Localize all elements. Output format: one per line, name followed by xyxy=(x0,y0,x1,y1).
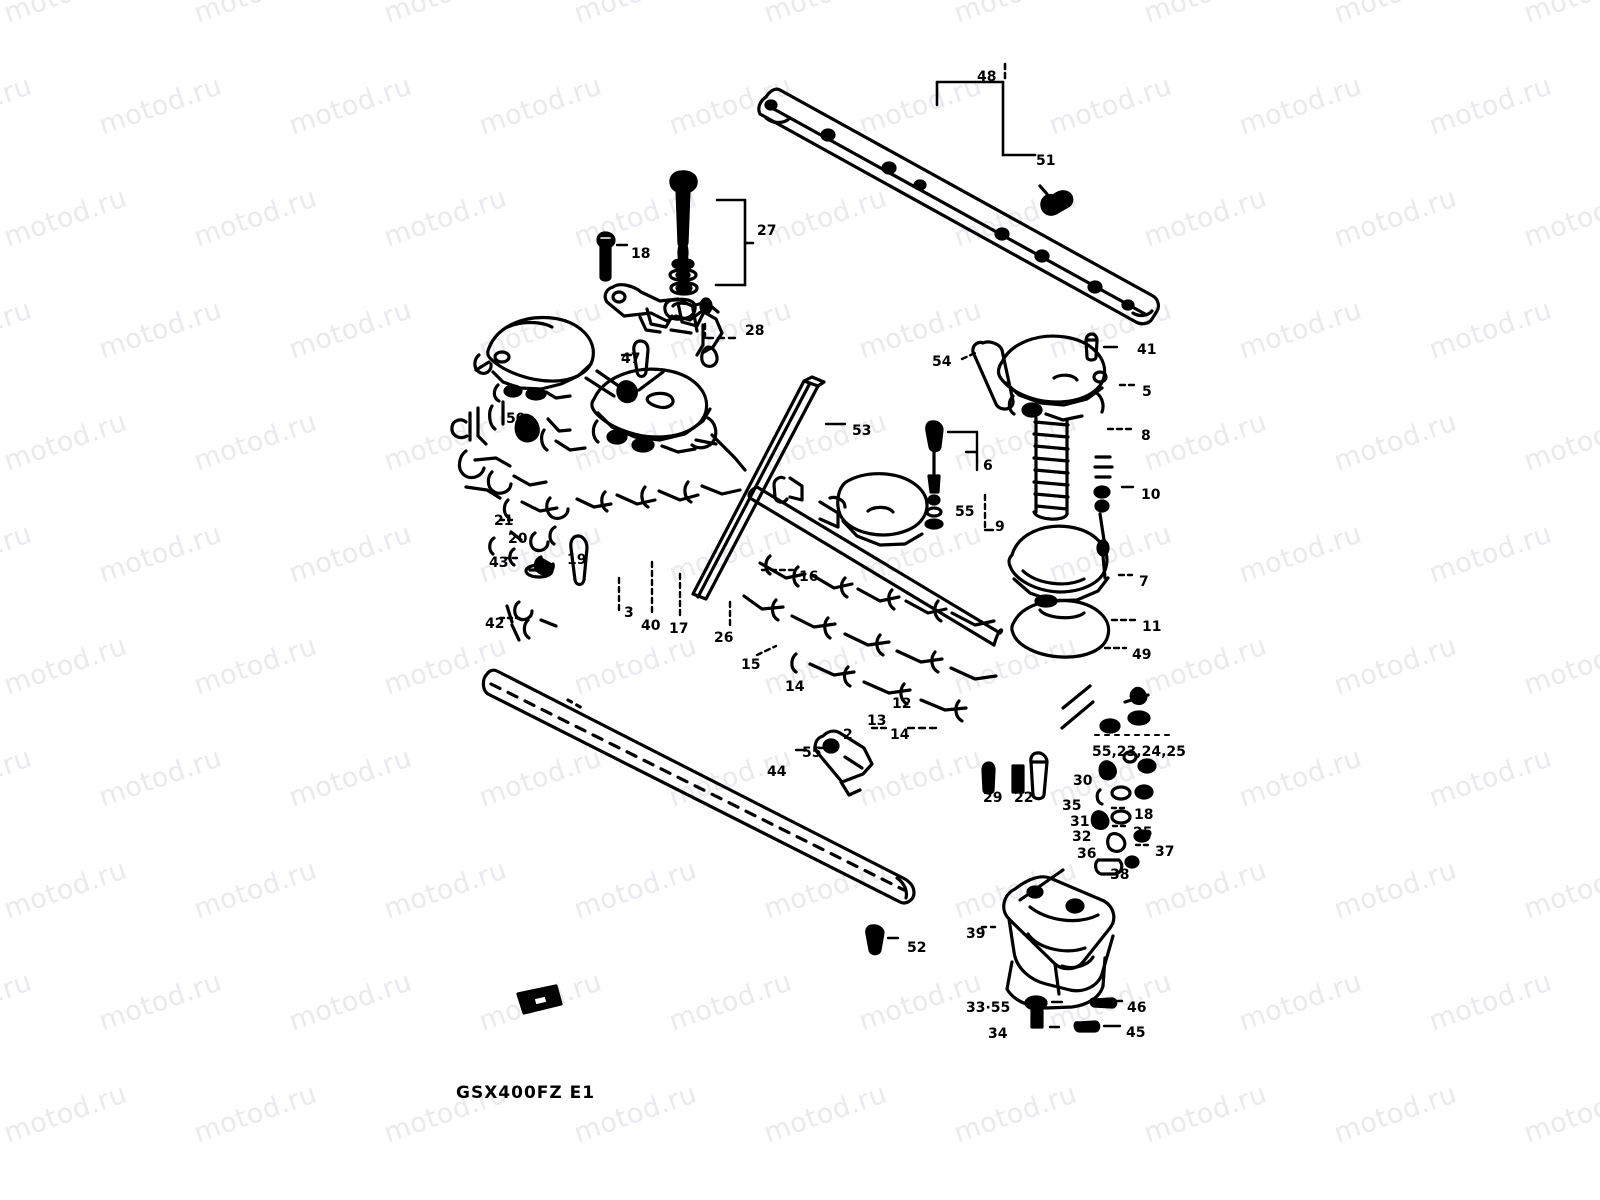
part-marker-block xyxy=(516,984,563,1015)
callout-55: 55 xyxy=(955,504,975,520)
leader-6 xyxy=(946,430,979,472)
callout-40: 40 xyxy=(641,618,661,634)
callout-2: 2 xyxy=(843,727,853,743)
callout-35: 35 xyxy=(1062,798,1082,814)
part-clip-47 xyxy=(632,339,650,379)
callout-49: 49 xyxy=(1132,647,1152,663)
part-carb-body-left-lower xyxy=(590,367,747,472)
callout-25: 25 xyxy=(1133,825,1153,841)
part-adjust-screw xyxy=(663,170,699,321)
callout-38: 38 xyxy=(1110,867,1130,883)
part-fuel-pipe xyxy=(481,668,916,905)
callout-14: 14 xyxy=(785,679,805,695)
callout-34: 34 xyxy=(988,1026,1008,1042)
callout-44: 44 xyxy=(767,764,787,780)
callout-9: 9 xyxy=(995,519,1005,535)
part-bowl-cap-7 xyxy=(1007,524,1110,620)
callout-27: 27 xyxy=(757,223,777,239)
leader-misc xyxy=(498,383,1152,847)
part-connector-left xyxy=(584,369,665,404)
callout-15: 15 xyxy=(741,657,761,673)
callout-14: 14 xyxy=(890,727,910,743)
leader-54 xyxy=(960,351,977,361)
part-float-bowl xyxy=(1002,868,1116,1010)
part-pilot-jet-10 xyxy=(1093,455,1135,580)
part-pin-52 xyxy=(865,924,900,956)
callout-18: 18 xyxy=(1134,807,1154,823)
callout-31: 31 xyxy=(1070,814,1090,830)
part-carb-body-right-upper xyxy=(996,334,1108,422)
leader-28 xyxy=(703,322,739,340)
part-funnel-54 xyxy=(971,340,1015,411)
part-small-hardware-cluster xyxy=(981,684,1171,876)
callout-48: 48 xyxy=(977,69,997,85)
callout-29: 29 xyxy=(983,790,1003,806)
callout-21: 21 xyxy=(494,513,514,529)
leader-48 xyxy=(935,62,1037,157)
callout-26: 26 xyxy=(714,630,734,646)
diagram-caption: GSX400FZ E1 xyxy=(456,1083,596,1103)
part-bolt-41 xyxy=(1084,332,1119,362)
callout-32: 32 xyxy=(1072,829,1092,845)
part-carb-body-left-upper xyxy=(473,315,595,403)
part-jet-needle-19 xyxy=(569,534,589,587)
callout-28: 28 xyxy=(745,323,765,339)
part-bolt-18 xyxy=(596,231,629,282)
part-center-assembly xyxy=(742,472,998,723)
part-throttle-lever xyxy=(603,283,724,369)
callout-33-55: 33·55 xyxy=(966,1000,1011,1016)
part-needle-jet-6 xyxy=(924,420,944,530)
part-drain-screws xyxy=(980,925,1124,1033)
callout-54: 54 xyxy=(932,354,952,370)
callout-5: 5 xyxy=(1142,384,1152,400)
callout-18: 18 xyxy=(631,246,651,262)
callout-53: 53 xyxy=(852,423,872,439)
callout-41: 41 xyxy=(1137,342,1157,358)
part-mounting-rail xyxy=(757,87,1160,326)
leader-9 xyxy=(983,493,995,532)
callout-30: 30 xyxy=(1073,773,1093,789)
part-lever-44 xyxy=(794,729,874,797)
callout-19: 19 xyxy=(567,552,587,568)
part-spring-8 xyxy=(1032,416,1070,521)
callout-55-23-24-25: 55,23,24,25 xyxy=(1092,744,1186,760)
callout-6: 6 xyxy=(983,458,993,474)
callout-47: 47 xyxy=(621,351,641,367)
callout-39: 39 xyxy=(966,926,986,942)
callout-12: 12 xyxy=(892,696,912,712)
callout-17: 17 xyxy=(669,621,689,637)
callout-52: 52 xyxy=(907,940,927,956)
leader-27 xyxy=(714,198,755,287)
callout-8: 8 xyxy=(1141,428,1151,444)
callout-13: 13 xyxy=(867,713,887,729)
callout-3: 3 xyxy=(624,605,634,621)
callout-7: 7 xyxy=(1139,574,1149,590)
callout-42: 42 xyxy=(485,616,505,632)
callout-22: 22 xyxy=(1014,790,1034,806)
callout-46: 46 xyxy=(1127,1000,1147,1016)
callout-20: 20 xyxy=(508,531,528,547)
callout-55: 55 xyxy=(802,745,822,761)
callout-36: 36 xyxy=(1077,846,1097,862)
callout-51: 51 xyxy=(1036,153,1056,169)
callout-11: 11 xyxy=(1142,619,1162,635)
part-left-manifolds xyxy=(450,400,742,642)
callout-43: 43 xyxy=(489,555,509,571)
callout-45: 45 xyxy=(1126,1025,1146,1041)
callout-37: 37 xyxy=(1155,844,1175,860)
part-throttle-shaft xyxy=(747,475,1004,647)
callout-16: 16 xyxy=(799,569,819,585)
part-bowl-gasket-11 xyxy=(1010,598,1111,659)
callout-50: 50 xyxy=(506,411,526,427)
callout-10: 10 xyxy=(1141,487,1161,503)
